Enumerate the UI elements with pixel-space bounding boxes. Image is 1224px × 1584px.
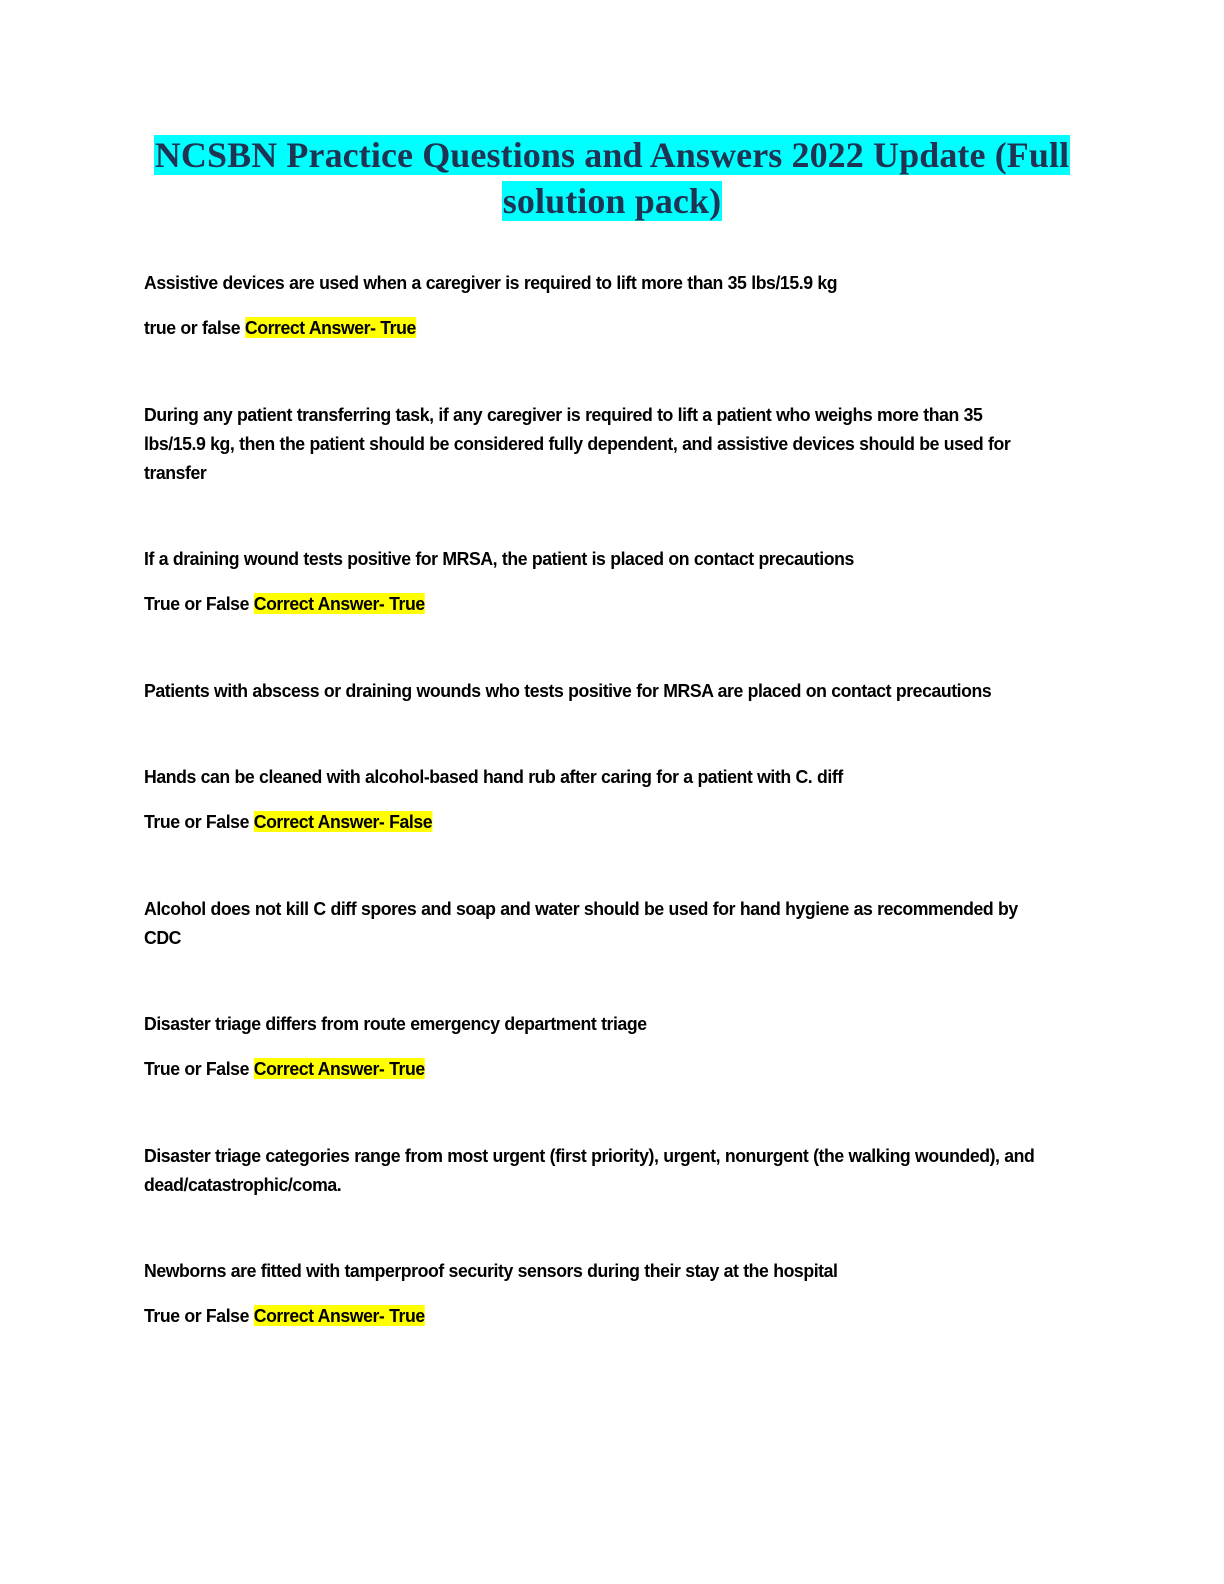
spacer	[144, 1083, 1080, 1141]
question-text-3: Hands can be cleaned with alcohol-based …	[144, 766, 843, 787]
spacer	[144, 836, 1080, 894]
explanation-text-2: Patients with abscess or draining wounds…	[144, 680, 992, 701]
explanation-text-1: During any patient transferring task, if…	[144, 404, 1011, 483]
answer-line-4: True or False Correct Answer- True	[144, 1054, 1038, 1083]
answer-line-1: true or false Correct Answer- True	[144, 313, 1038, 342]
question-answer-list: Assistive devices are used when a caregi…	[144, 268, 1080, 1330]
correct-answer-5: Correct Answer- True	[253, 1305, 425, 1326]
qa-item-3: Hands can be cleaned with alcohol-based …	[144, 762, 1080, 836]
answer-line-3: True or False Correct Answer- False	[144, 807, 1038, 836]
answer-prompt-3: True or False	[144, 811, 254, 832]
qa-item-2: If a draining wound tests positive for M…	[144, 544, 1080, 618]
qa-item-4: Disaster triage differs from route emerg…	[144, 1009, 1080, 1083]
answer-prompt-1: true or false	[144, 317, 245, 338]
correct-answer-4: Correct Answer- True	[253, 1058, 425, 1079]
correct-answer-1: Correct Answer- True	[244, 317, 416, 338]
document-content: NCSBN Practice Questions and Answers 202…	[144, 132, 1080, 1330]
page-title-line-2: solution pack)	[501, 181, 723, 221]
spacer	[144, 618, 1080, 676]
spacer	[144, 1199, 1080, 1256]
qa-item-1: Assistive devices are used when a caregi…	[144, 268, 1080, 342]
correct-answer-2: Correct Answer- True	[253, 593, 425, 614]
question-text-2: If a draining wound tests positive for M…	[144, 548, 854, 569]
page-title-line-1: NCSBN Practice Questions and Answers 202…	[153, 135, 1071, 175]
qa-item-5: Newborns are fitted with tamperproof sec…	[144, 1256, 1080, 1330]
answer-line-2: True or False Correct Answer- True	[144, 589, 1038, 618]
spacer	[144, 705, 1080, 762]
explanation-text-4: Disaster triage categories range from mo…	[144, 1145, 1035, 1195]
explanation-text-3: Alcohol does not kill C diff spores and …	[144, 898, 1018, 948]
answer-prompt-2: True or False	[144, 593, 254, 614]
question-text-1: Assistive devices are used when a caregi…	[144, 272, 838, 293]
spacer	[144, 487, 1080, 544]
answer-line-5: True or False Correct Answer- True	[144, 1301, 1038, 1330]
answer-prompt-5: True or False	[144, 1305, 254, 1326]
question-text-4: Disaster triage differs from route emerg…	[144, 1013, 647, 1034]
spacer	[144, 342, 1080, 400]
correct-answer-3: Correct Answer- False	[253, 811, 433, 832]
spacer	[144, 952, 1080, 1009]
question-text-5: Newborns are fitted with tamperproof sec…	[144, 1260, 838, 1281]
page-title: NCSBN Practice Questions and Answers 202…	[144, 132, 1080, 224]
answer-prompt-4: True or False	[144, 1058, 254, 1079]
